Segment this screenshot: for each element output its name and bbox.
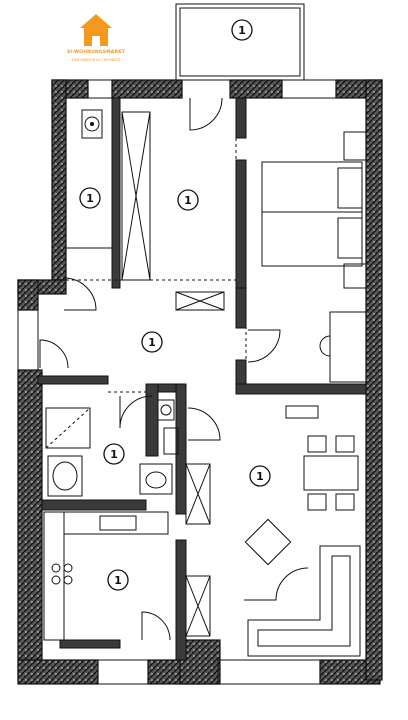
svg-text:1: 1 bbox=[148, 336, 156, 349]
room-label-storage: 1 bbox=[79, 187, 101, 209]
room-label-balcony: 1 bbox=[231, 19, 253, 41]
logo-title: SI-WOHNUNGSMARKT bbox=[67, 50, 125, 55]
house-door bbox=[92, 36, 100, 46]
wardrobe bbox=[121, 111, 225, 311]
interior-walls bbox=[37, 97, 367, 661]
svg-text:1: 1 bbox=[110, 448, 118, 461]
room-label-hallway: 1 bbox=[141, 331, 163, 353]
logo-subtitle: DER MAKLER IN CHEMNITZ bbox=[71, 58, 121, 62]
room-label-hallway-upper: 1 bbox=[177, 189, 199, 211]
storage-fixtures bbox=[65, 97, 113, 249]
balcony bbox=[175, 3, 305, 81]
room-label-living-room: 1 bbox=[249, 465, 271, 487]
room-label-bathroom: 1 bbox=[103, 443, 125, 465]
doors bbox=[17, 79, 337, 685]
svg-text:1: 1 bbox=[184, 194, 192, 207]
svg-text:1: 1 bbox=[86, 192, 94, 205]
svg-text:1: 1 bbox=[114, 574, 122, 587]
bedroom-furniture bbox=[261, 131, 367, 383]
living-room-furniture bbox=[244, 405, 361, 657]
kitchen-fixtures bbox=[43, 463, 211, 641]
company-logo: SI-WOHNUNGSMARKT DER MAKLER IN CHEMNITZ bbox=[64, 14, 128, 66]
outer-walls bbox=[17, 79, 383, 685]
svg-text:1: 1 bbox=[238, 24, 246, 37]
house-icon bbox=[80, 14, 112, 28]
bathroom-fixtures bbox=[45, 399, 179, 497]
svg-text:1: 1 bbox=[256, 470, 264, 483]
room-boundaries bbox=[66, 138, 247, 393]
room-label-kitchen: 1 bbox=[107, 569, 129, 591]
